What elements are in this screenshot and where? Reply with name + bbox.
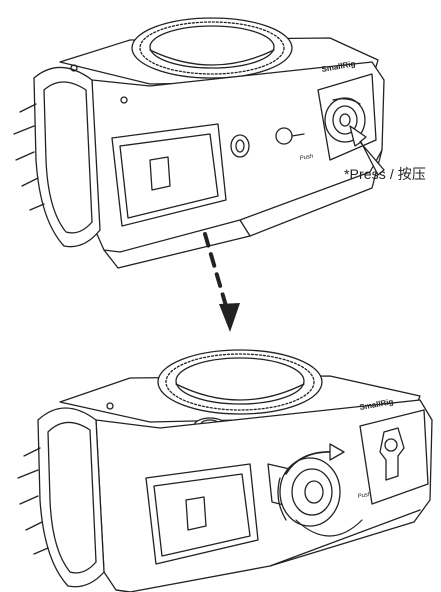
lens-mount-after xyxy=(157,349,323,415)
press-arrow-icon xyxy=(349,125,385,176)
release-arc-arrow-icon xyxy=(285,443,363,537)
camera-cage-after xyxy=(17,349,433,592)
press-callout: *Press / 按压 xyxy=(344,166,427,182)
dashed-down-arrow-icon xyxy=(203,232,240,332)
grip xyxy=(13,64,128,248)
push-label-bottom: Push xyxy=(357,492,372,500)
camera-cage-before xyxy=(13,17,385,269)
push-label-top: Push xyxy=(299,154,314,162)
latch-after xyxy=(267,457,341,527)
grip-after xyxy=(17,402,114,588)
lens-mount xyxy=(131,17,293,79)
